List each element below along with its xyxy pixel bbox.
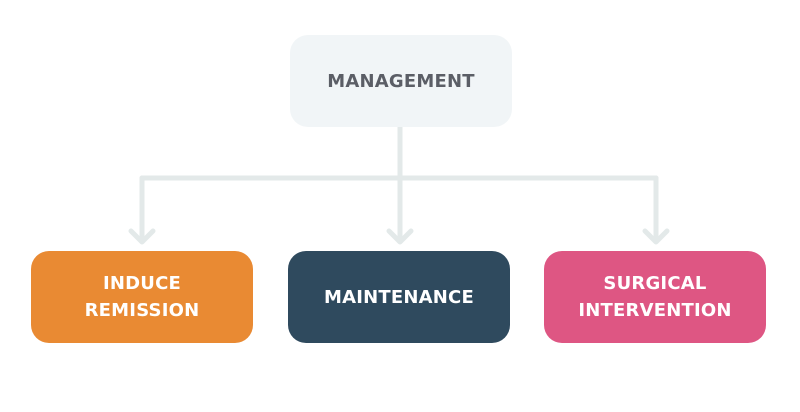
maintenance-node: MAINTENANCE: [288, 251, 510, 343]
surgical-intervention-node: SURGICAL INTERVENTION: [544, 251, 766, 343]
management-node: MANAGEMENT: [290, 35, 512, 127]
arrow-to-surgical-intervention: [642, 175, 670, 245]
induce-remission-node: INDUCE REMISSION: [31, 251, 253, 343]
surgical-intervention-label: SURGICAL INTERVENTION: [578, 273, 732, 321]
maintenance-label: MAINTENANCE: [324, 286, 474, 308]
induce-remission-label: INDUCE REMISSION: [84, 273, 200, 321]
management-label: MANAGEMENT: [327, 70, 475, 92]
arrow-to-induce-remission: [128, 175, 156, 245]
arrow-to-maintenance: [386, 175, 414, 245]
